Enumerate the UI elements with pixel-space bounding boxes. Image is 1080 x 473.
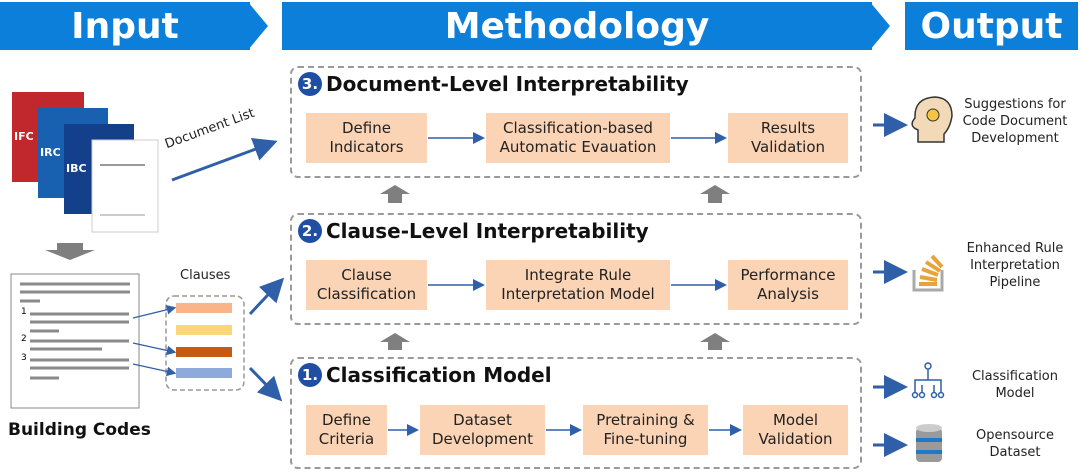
step-dataset-development: Dataset Development: [420, 405, 545, 455]
up-arrow-icons: [380, 185, 730, 350]
clause-number: 1: [21, 307, 27, 317]
step-results-validation: Results Validation: [728, 113, 848, 163]
section-clause-level: 2.Clause-Level Interpretability: [290, 213, 862, 325]
output-pipeline: Enhanced Rule Interpretation Pipeline: [966, 241, 1064, 290]
step-pretraining: Pretraining & Fine-tuning: [583, 405, 708, 455]
clauses-label: Clauses: [180, 268, 231, 283]
section-classification-model: 1.Classification Model: [290, 357, 862, 469]
section-title: Clause-Level Interpretability: [326, 219, 649, 243]
section-title: Classification Model: [326, 363, 552, 387]
section-title: Document-Level Interpretability: [326, 72, 689, 96]
cover-label-ifc: IFC: [14, 130, 34, 143]
down-arrow-icon: [45, 243, 95, 260]
clause-bar: [176, 347, 232, 357]
output-dataset: Opensource Dataset: [976, 428, 1054, 460]
cover-label-irc: IRC: [40, 146, 61, 159]
input-header: Input: [0, 2, 250, 50]
output-header: Output: [905, 2, 1078, 50]
code-books-icon: IFC IRC IBC: [12, 92, 159, 233]
building-codes-label: Building Codes: [8, 420, 151, 440]
step-classification-evaluation: Classification-based Automatic Evauation: [486, 113, 670, 163]
network-icon: [911, 362, 945, 399]
clause-number: 3: [21, 353, 27, 363]
cover-label-ibc: IBC: [66, 162, 87, 175]
database-icon: [916, 424, 942, 462]
section-number: 3.: [298, 72, 322, 96]
step-integrate-model: Integrate Rule Interpretation Model: [486, 260, 670, 310]
step-clause-classification: Clause Classification: [306, 260, 427, 310]
section-number: 2.: [298, 219, 322, 243]
step-define-indicators: Define Indicators: [306, 113, 427, 163]
step-model-validation: Model Validation: [743, 405, 848, 455]
clause-bar: [176, 368, 232, 378]
section-document-level: 3.Document-Level Interpretability: [290, 66, 862, 178]
stack-icon: [912, 254, 944, 292]
step-performance-analysis: Performance Analysis: [728, 260, 848, 310]
clause-number: 2: [21, 334, 27, 344]
clause-bar: [176, 303, 232, 313]
output-classification-model: Classification Model: [971, 369, 1059, 401]
step-define-criteria: Define Criteria: [306, 405, 387, 455]
section-number: 1.: [298, 363, 322, 387]
lightbulb-head-icon: [911, 96, 953, 143]
clause-bar: [176, 325, 232, 335]
methodology-header: Methodology: [282, 2, 872, 50]
output-suggestions: Suggestions for Code Document Developmen…: [962, 97, 1068, 146]
